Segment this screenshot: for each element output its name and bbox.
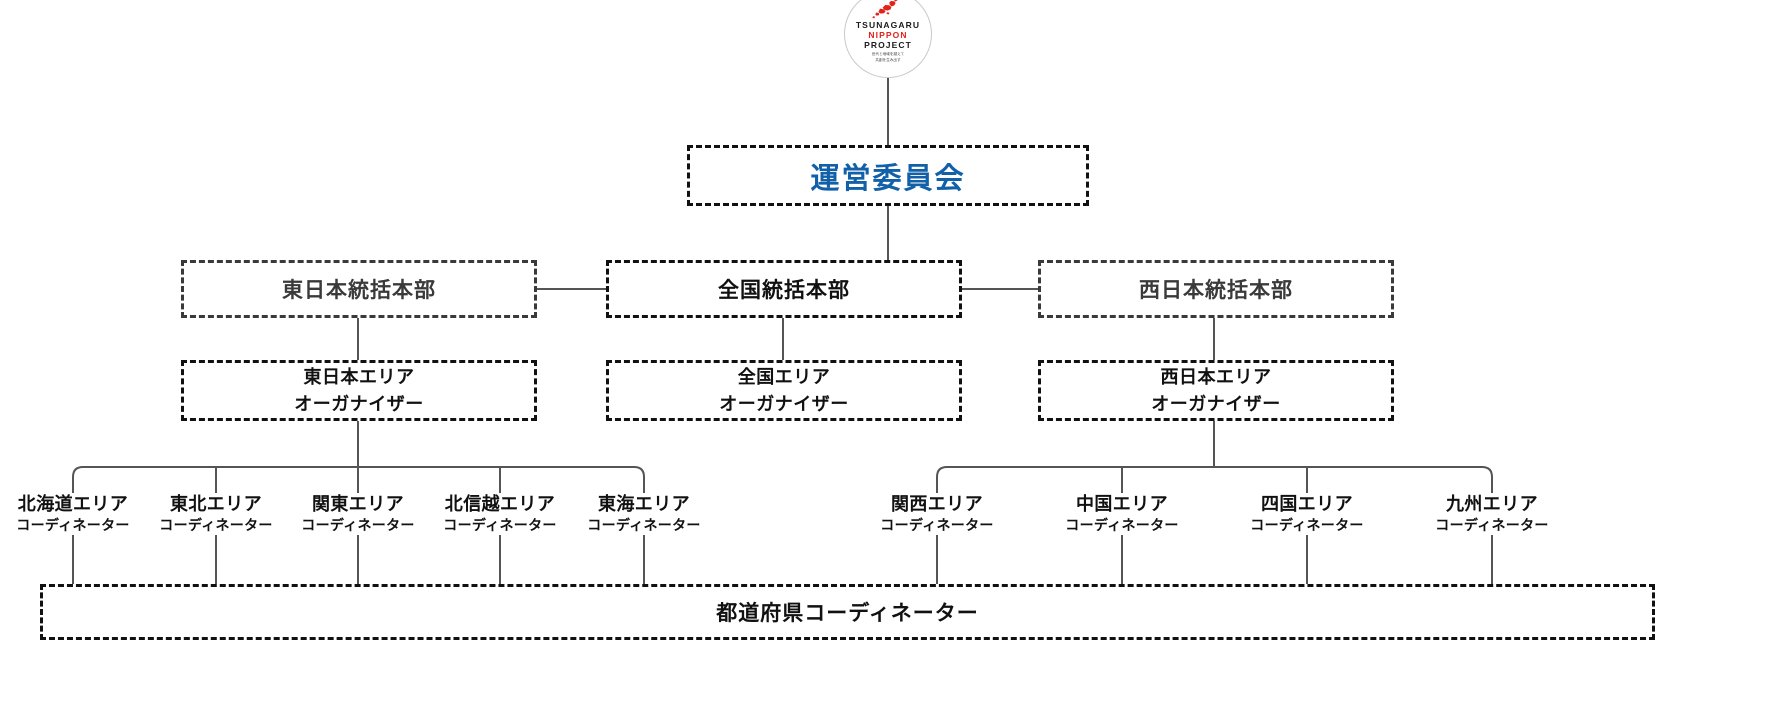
organizer-national-area: 全国エリア	[737, 367, 831, 388]
coordinator-kansai-area: 関西エリア	[891, 494, 983, 514]
hq-national-label: 全国統括本部	[718, 279, 850, 302]
coordinator-kanto[interactable]: 関東エリア コーディネーター	[286, 493, 430, 536]
coordinator-hokushinetsu[interactable]: 北信越エリア コーディネーター	[428, 493, 572, 536]
coordinator-tokai-area: 東海エリア	[598, 494, 690, 514]
logo-text-project: PROJECT	[864, 39, 912, 50]
coordinator-tohoku[interactable]: 東北エリア コーディネーター	[144, 493, 288, 536]
coordinator-hokkaido-area: 北海道エリア	[17, 494, 129, 514]
steering-committee-label: 運営委員会	[810, 162, 966, 195]
coordinator-kansai[interactable]: 関西エリア コーディネーター	[865, 493, 1009, 536]
organizer-east-area: 東日本エリア	[303, 367, 415, 388]
coordinator-chugoku-area: 中国エリア	[1076, 494, 1168, 514]
organizer-west-area: 西日本エリア	[1160, 367, 1272, 388]
coordinator-chugoku-role: コーディネーター	[1065, 517, 1179, 534]
coordinator-shikoku[interactable]: 四国エリア コーディネーター	[1235, 493, 1379, 536]
coordinator-hokushinetsu-role: コーディネーター	[443, 517, 557, 534]
coordinator-kansai-role: コーディネーター	[880, 517, 994, 534]
node-organizer-national[interactable]: 全国エリア オーガナイザー	[606, 360, 962, 421]
node-hq-west[interactable]: 西日本統括本部	[1038, 260, 1394, 318]
coordinator-tokai-role: コーディネーター	[587, 517, 701, 534]
logo-text-nippon: NIPPON	[868, 29, 908, 40]
node-organizer-east[interactable]: 東日本エリア オーガナイザー	[181, 360, 537, 421]
coordinator-tohoku-area: 東北エリア	[170, 494, 262, 514]
logo-tagline-line2: 共創を生み出す	[875, 58, 901, 63]
organizer-east-role: オーガナイザー	[294, 393, 424, 414]
node-hq-east[interactable]: 東日本統括本部	[181, 260, 537, 318]
hq-east-label: 東日本統括本部	[282, 279, 436, 302]
coordinator-shikoku-role: コーディネーター	[1250, 517, 1364, 534]
coordinator-hokushinetsu-area: 北信越エリア	[444, 494, 556, 514]
coordinator-hokkaido[interactable]: 北海道エリア コーディネーター	[1, 493, 145, 536]
west-coordinator-bracket	[936, 466, 1493, 560]
coordinator-kyushu[interactable]: 九州エリア コーディネーター	[1420, 493, 1564, 536]
coordinator-kyushu-role: コーディネーター	[1435, 517, 1549, 534]
coordinator-kanto-area: 関東エリア	[312, 494, 404, 514]
organizer-national-role: オーガナイザー	[719, 393, 849, 414]
node-prefectural-coordinator[interactable]: 都道府県コーディネーター	[40, 584, 1655, 640]
coordinator-shikoku-area: 四国エリア	[1261, 494, 1353, 514]
organizer-west-role: オーガナイザー	[1151, 393, 1281, 414]
node-organizer-west[interactable]: 西日本エリア オーガナイザー	[1038, 360, 1394, 421]
coordinator-chugoku[interactable]: 中国エリア コーディネーター	[1050, 493, 1194, 536]
logo-tagline-line1: 世代と地域を越えて	[871, 51, 905, 56]
coordinator-kyushu-area: 九州エリア	[1446, 494, 1538, 514]
japan-map-icon	[871, 0, 905, 20]
coordinator-kanto-role: コーディネーター	[301, 517, 415, 534]
node-steering-committee[interactable]: 運営委員会	[687, 145, 1089, 206]
hq-west-label: 西日本統括本部	[1139, 279, 1293, 302]
coordinator-tokai[interactable]: 東海エリア コーディネーター	[572, 493, 716, 536]
prefectural-coordinator-label: 都道府県コーディネーター	[716, 602, 979, 625]
node-hq-national[interactable]: 全国統括本部	[606, 260, 962, 318]
coordinator-tohoku-role: コーディネーター	[159, 517, 273, 534]
coordinator-hokkaido-role: コーディネーター	[16, 517, 130, 534]
logo-text-tsunagaru: TSUNAGARU	[855, 20, 921, 30]
project-logo[interactable]: TSUNAGARU NIPPON PROJECT 世代と地域を越えて 共創を生み…	[844, 0, 932, 78]
